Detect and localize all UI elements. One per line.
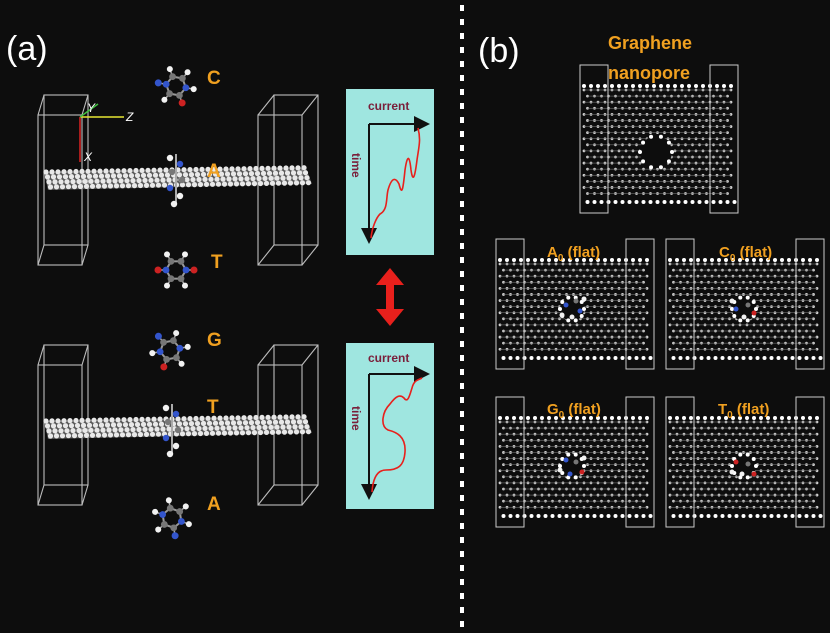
base-label-a: A — [207, 161, 221, 182]
lower-graphene-sheet — [43, 414, 312, 439]
time-label-top: time — [349, 153, 363, 178]
upper-device — [37, 94, 319, 266]
current-label-bottom: current — [368, 351, 409, 365]
lower-device — [37, 344, 319, 506]
axis-y-label: Y — [87, 101, 96, 115]
signal-panel-top: current time — [346, 89, 434, 255]
axes-indicator: Y Z X — [79, 101, 134, 164]
current-trace-bottom — [371, 377, 423, 493]
axis-z-label: Z — [125, 110, 134, 124]
base-label-a-lower: A — [207, 494, 221, 515]
lower-right-electrode-box — [257, 344, 319, 506]
current-label-top: current — [368, 99, 409, 113]
upper-left-electrode-box — [37, 94, 89, 266]
graphene-nanopore-structure — [579, 64, 739, 214]
upper-right-electrode-box — [257, 94, 319, 266]
base-label-t-lower: T — [207, 397, 219, 418]
structure-t0-flat — [665, 396, 825, 528]
base-label-t: T — [211, 252, 223, 273]
time-label-bottom: time — [349, 406, 363, 431]
structure-g0-flat — [495, 396, 655, 528]
graphene-title-line2: nanopore — [608, 63, 690, 83]
signal-panel-bottom: current time — [346, 343, 434, 509]
structure-a0-flat — [495, 238, 655, 370]
graphene-title-line1: Graphene — [608, 33, 692, 53]
title-g0-flat: G0 (flat) — [547, 401, 601, 421]
base-label-g: G — [207, 330, 222, 351]
upper-graphene-sheet — [43, 165, 312, 190]
title-t0-flat: T0 (flat) — [718, 401, 769, 421]
nucleotide-molecules — [149, 66, 198, 540]
axis-x-label: X — [83, 150, 93, 164]
title-c0-flat: C0 (flat) — [719, 244, 772, 264]
panel-b-label: (b) — [478, 32, 520, 70]
panel-a-label: (a) — [6, 30, 48, 68]
current-trace-top — [370, 127, 421, 239]
base-label-c: C — [207, 68, 221, 89]
title-a0-flat: A0 (flat) — [547, 244, 600, 264]
structure-c0-flat — [665, 238, 825, 370]
red-double-arrow — [376, 268, 404, 326]
